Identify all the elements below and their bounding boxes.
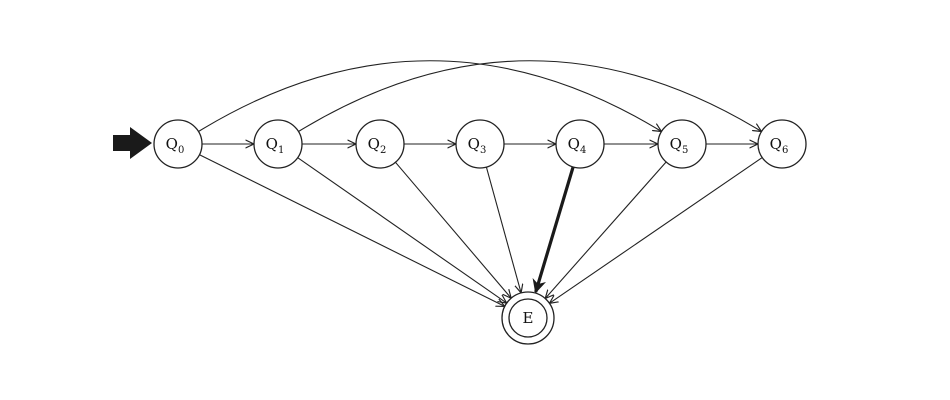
state-letter: Q [368, 135, 380, 153]
transition-q5-e [545, 161, 667, 299]
state-subscript: 4 [580, 145, 586, 156]
state-q5: Q5 [657, 119, 707, 169]
accepting-inner-ring [508, 298, 548, 338]
state-label: E [523, 309, 534, 327]
state-subscript: 6 [782, 145, 788, 156]
state-q2: Q2 [355, 119, 405, 169]
state-label: Q4 [568, 135, 587, 156]
state-subscript: 3 [480, 145, 486, 156]
transition-q1-e [297, 157, 507, 303]
state-letter: Q [568, 135, 580, 153]
transition-q1-q6 [298, 60, 762, 132]
state-letter: Q [770, 135, 782, 153]
state-e: E [501, 291, 555, 345]
state-label: Q2 [368, 135, 387, 156]
state-q3: Q3 [455, 119, 505, 169]
transition-q0-e [199, 154, 505, 307]
state-q0: Q0 [153, 119, 203, 169]
transitions-layer [198, 60, 763, 307]
state-subscript: 2 [380, 145, 386, 156]
state-letter: Q [266, 135, 278, 153]
state-letter: Q [670, 135, 682, 153]
state-subscript: 0 [178, 145, 184, 156]
transition-q6-e [549, 157, 763, 304]
state-label: Q3 [468, 135, 487, 156]
state-circle [253, 119, 303, 169]
state-subscript: 1 [278, 145, 284, 156]
state-q6: Q6 [757, 119, 807, 169]
state-circle [555, 119, 605, 169]
state-q1: Q1 [253, 119, 303, 169]
state-q4: Q4 [555, 119, 605, 169]
state-letter: Q [166, 135, 178, 153]
state-circle [757, 119, 807, 169]
state-label: Q5 [670, 135, 689, 156]
state-subscript: 5 [682, 145, 688, 156]
transition-q2-e [395, 161, 512, 298]
state-label: Q0 [166, 135, 185, 156]
transition-q3-e [485, 166, 521, 293]
transition-q0-q5 [198, 60, 662, 132]
state-circle [455, 119, 505, 169]
state-circle [153, 119, 203, 169]
state-letter: E [523, 309, 534, 327]
start-arrow [113, 127, 152, 159]
state-label: Q6 [770, 135, 789, 156]
state-circle [355, 119, 405, 169]
state-label: Q1 [266, 135, 285, 156]
state-letter: Q [468, 135, 480, 153]
transition-q4-e [532, 166, 575, 294]
state-circle [657, 119, 707, 169]
